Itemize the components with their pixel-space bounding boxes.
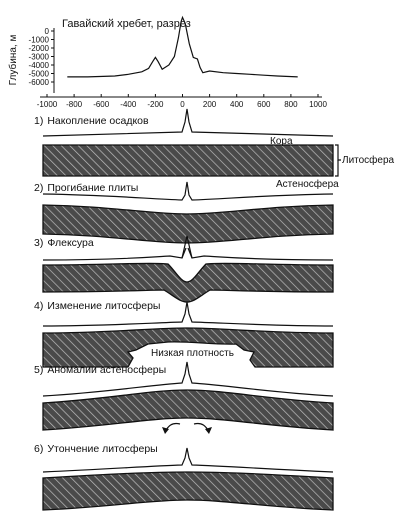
x-axis-ticks: -1000 -800 -600 -400 -200 0 200 400 600 800 1000 (37, 94, 327, 109)
panel-1: 1)Накопление осадков Кора Литосфера Асте… (34, 108, 395, 190)
crust-label: Кора (270, 136, 293, 147)
panel-3-lithosphere-slab (42, 262, 334, 303)
chart-title: Гавайский хребет, разрез (62, 18, 191, 30)
asthenosphere-label: Астеносфера (276, 178, 339, 190)
panel-5-crust-line (42, 361, 334, 397)
panel-1-crust-line (42, 108, 334, 137)
left-flow-arrowhead (162, 427, 169, 434)
y-tick-label: -2000 (29, 44, 50, 53)
x-tick-label: 200 (203, 100, 217, 109)
y-tick-label: -3000 (29, 53, 50, 62)
right-flow-arrowhead (205, 427, 212, 434)
panel-6-label: 6)Утончение литосферы (34, 443, 158, 455)
panel-3-label: 3)Флексура (34, 237, 94, 249)
x-tick-label: -600 (93, 100, 110, 109)
panel-4: 4)Изменение литосферы Низкая плотность (34, 300, 334, 368)
panel-6-crust-line (42, 447, 334, 473)
y-tick-label: 0 (45, 27, 50, 36)
panel-3-flexure-marks (181, 247, 193, 259)
lithosphere-bracket-lower (335, 160, 339, 177)
panel-6-lithosphere-slab (42, 471, 334, 511)
panel-2-crust-line (42, 181, 334, 201)
y-tick-label: -1000 (29, 36, 50, 45)
low-density-label: Низкая плотность (151, 348, 234, 359)
x-tick-label: 400 (230, 100, 244, 109)
panel-3-crust-line (42, 235, 334, 261)
panel-5: 5)Аномалии астеносферы (34, 361, 334, 434)
lithosphere-bracket (335, 144, 341, 161)
panel-1-label: 1)Накопление осадков (34, 115, 149, 127)
panel-4-lithosphere-slab (42, 327, 334, 368)
y-tick-label: -6000 (29, 78, 50, 87)
y-tick-label: -4000 (29, 61, 50, 70)
x-tick-label: -400 (120, 100, 137, 109)
x-tick-label: 1000 (309, 100, 327, 109)
panel-3: 3)Флексура (34, 235, 334, 303)
y-tick-label: -5000 (29, 70, 50, 79)
panel-2-lithosphere-slab (42, 204, 334, 244)
x-tick-label: -200 (147, 100, 164, 109)
profile-chart: Гавайский хребет, разрез Глубина, м 0-10… (7, 15, 327, 109)
panel-4-label: 4)Изменение литосферы (34, 300, 160, 312)
panel-2: 2)Прогибание плиты (34, 181, 334, 244)
y-axis-ticks: 0-1000-2000-3000-4000-5000-6000 (29, 27, 54, 87)
panel-2-label: 2)Прогибание плиты (34, 182, 138, 194)
panel-1-lithosphere-slab (42, 144, 334, 177)
panel-5-label: 5)Аномалии астеносферы (34, 364, 166, 376)
chart-ylabel: Глубина, м (7, 35, 19, 86)
panel-4-crust-line (42, 301, 334, 327)
x-tick-label: 800 (284, 100, 298, 109)
panel-5-lithosphere-slab (42, 389, 334, 431)
depth-profile-line (67, 15, 298, 78)
x-tick-label: 600 (257, 100, 271, 109)
x-tick-label: -1000 (37, 100, 58, 109)
lithosphere-label: Литосфера (342, 154, 395, 166)
x-tick-label: 0 (180, 100, 185, 109)
x-tick-label: -800 (66, 100, 83, 109)
panel-6: 6)Утончение литосферы (34, 443, 334, 511)
